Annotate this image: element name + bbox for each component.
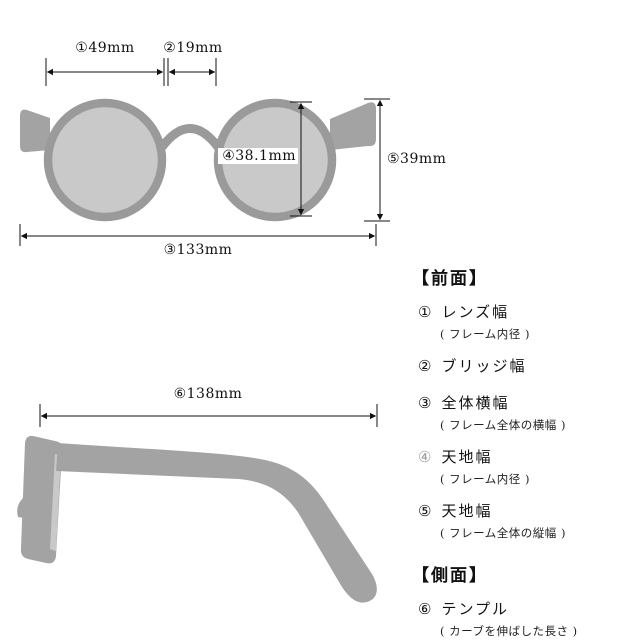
legend-label-4: 天地幅: [441, 448, 493, 466]
dim-bridge-width: [167, 58, 217, 86]
side-nose-pad: [17, 498, 24, 518]
dim-total-width: [19, 224, 377, 246]
legend-item-total-width: ③ 全体横幅: [418, 392, 638, 413]
legend-item-lens-height: ④ 天地幅: [418, 446, 638, 467]
dim-label-bridge-width: ②19mm: [163, 40, 223, 56]
legend-label-1: レンズ幅: [441, 303, 510, 321]
legend-number-5: ⑤: [418, 502, 434, 520]
dim-label-frame-height: ⑤39mm: [387, 151, 447, 167]
legend-item-temple-length: ⑥ テンプル: [418, 598, 638, 619]
legend-number-2: ②: [418, 357, 434, 375]
temple-arm: [56, 443, 377, 603]
left-lens: [52, 107, 158, 213]
legend-front-header: 【前面】: [412, 269, 488, 289]
front-view-drawing: [20, 98, 376, 222]
legend-note-5: ( フレーム全体の縦幅 ): [440, 526, 566, 540]
dim-label-temple-length: ⑥138mm: [173, 386, 243, 402]
legend-number-1: ①: [418, 303, 434, 321]
legend-item-bridge-width: ② ブリッジ幅: [418, 355, 638, 376]
legend-number-3: ③: [418, 394, 434, 412]
legend-note-4: ( フレーム内径 ): [440, 472, 530, 486]
dim-label-lens-height: ④38.1mm: [218, 148, 298, 164]
legend-note-3: ( フレーム全体の横幅 ): [440, 418, 566, 432]
left-lens-rim: [43, 98, 167, 222]
dim-lens-height: [290, 101, 312, 217]
legend-number-6: ⑥: [418, 600, 434, 618]
legend-side-header: 【側面】: [412, 566, 488, 586]
legend-number-4: ④: [418, 448, 434, 466]
dim-lens-width: [45, 58, 165, 86]
legend-label-3: 全体横幅: [441, 394, 510, 412]
legend-label-2: ブリッジ幅: [441, 357, 527, 375]
right-endpiece: [330, 102, 376, 150]
legend-item-frame-height: ⑤ 天地幅: [418, 500, 638, 521]
side-view-drawing: [17, 435, 377, 603]
left-endpiece: [20, 109, 50, 153]
legend-note-6: ( カーブを伸ばした長さ ): [440, 624, 578, 638]
legend-label-5: 天地幅: [441, 502, 493, 520]
legend: 【前面】 ① レンズ幅 ( フレーム内径 ) ② ブリッジ幅 ③ 全体横幅 ( …: [412, 264, 638, 640]
legend-note-1: ( フレーム内径 ): [440, 327, 530, 341]
legend-label-6: テンプル: [441, 600, 510, 618]
dim-label-total-width: ③133mm: [163, 242, 233, 258]
legend-item-lens-width: ① レンズ幅: [418, 301, 638, 322]
dim-temple-length: [39, 404, 378, 427]
dim-frame-height: [364, 98, 390, 222]
dim-label-lens-width: ①49mm: [75, 40, 135, 56]
side-lens-edge: [50, 454, 61, 551]
bridge: [158, 124, 222, 150]
